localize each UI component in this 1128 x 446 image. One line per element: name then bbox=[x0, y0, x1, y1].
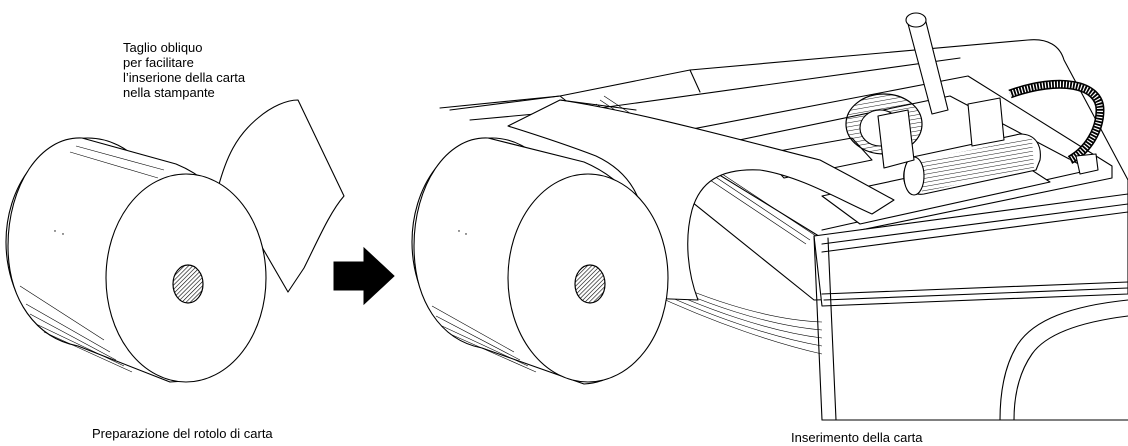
annotation-line: per facilitare bbox=[123, 55, 194, 70]
annotation-line: l’inserione della carta bbox=[123, 70, 246, 85]
paper-strip bbox=[507, 99, 895, 301]
roll-core bbox=[574, 264, 606, 304]
left-paper-roll bbox=[5, 99, 345, 383]
printer-illustration bbox=[411, 12, 1128, 421]
oblique-cut-tail bbox=[217, 99, 345, 293]
roll-core bbox=[172, 264, 204, 304]
caption-insertion: Inserimento della carta bbox=[791, 430, 923, 445]
oblique-cut-annotation: Taglio obliquo per facilitare l’inserion… bbox=[123, 40, 245, 100]
caption-preparation: Preparazione del rotolo di carta bbox=[92, 426, 273, 441]
annotation-line: nella stampante bbox=[123, 85, 215, 100]
annotation-line: Taglio obliquo bbox=[123, 40, 203, 55]
arrow-right-icon bbox=[333, 246, 395, 306]
